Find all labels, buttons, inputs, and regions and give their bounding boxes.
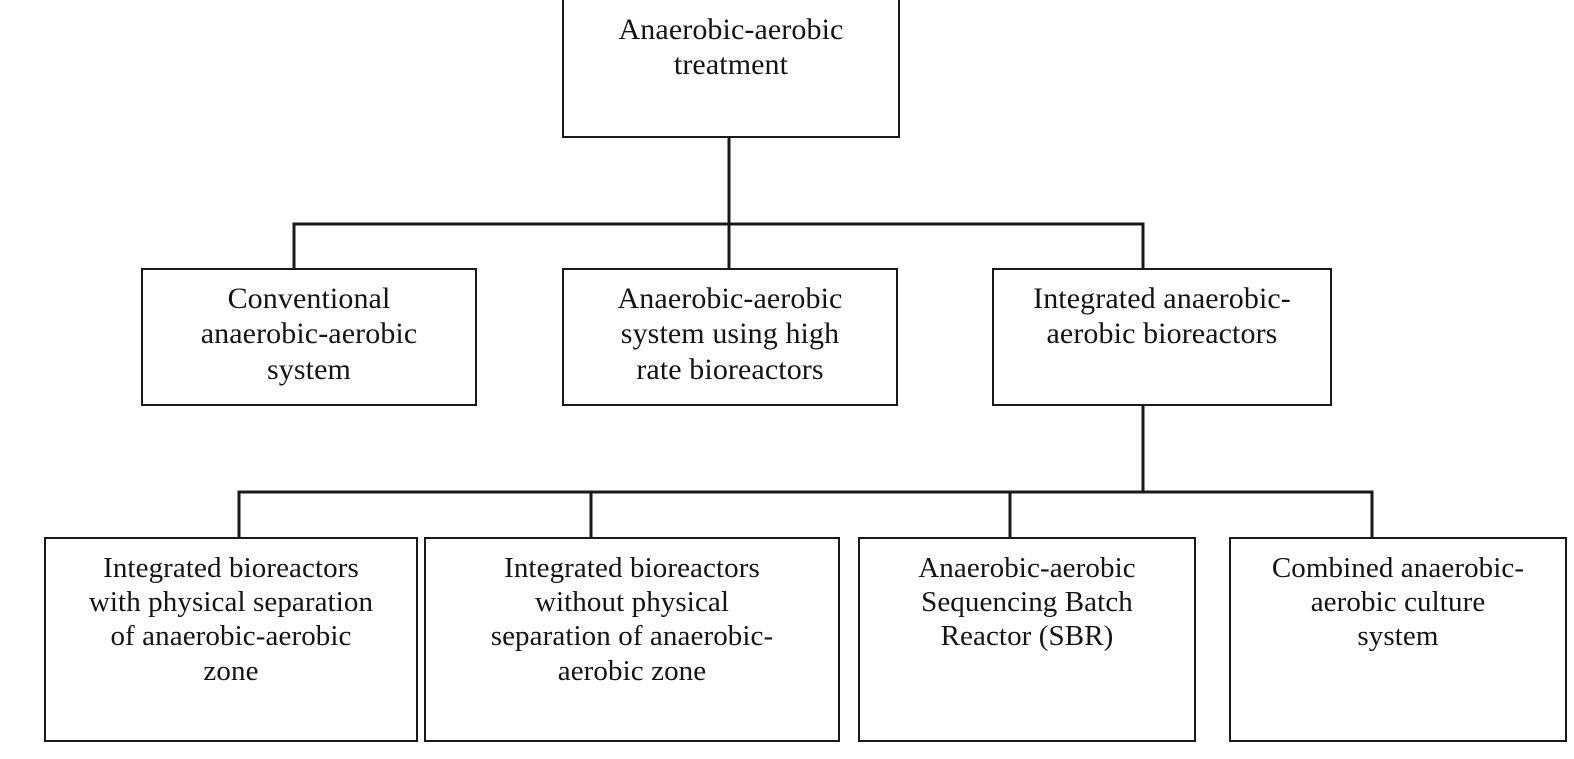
node-root-label: Anaerobic-aerobic treatment: [618, 13, 844, 82]
node-integrated-bioreactors[interactable]: Integrated anaerobic- aerobic bioreactor…: [992, 268, 1332, 406]
node-conventional-system[interactable]: Conventional anaerobic-aerobic system: [141, 268, 477, 406]
node-integrated-bioreactors-label: Integrated anaerobic- aerobic bioreactor…: [1033, 282, 1291, 351]
node-anaerobic-aerobic-sbr-label: Anaerobic-aerobic Sequencing Batch React…: [918, 552, 1136, 653]
node-high-rate-bioreactor-system[interactable]: Anaerobic-aerobic system using high rate…: [562, 268, 898, 406]
node-combined-culture-system[interactable]: Combined anaerobic- aerobic culture syst…: [1229, 537, 1567, 742]
node-integrated-without-physical-separation-label: Integrated bioreactors without physical …: [490, 552, 774, 687]
node-integrated-without-physical-separation[interactable]: Integrated bioreactors without physical …: [424, 537, 840, 742]
node-anaerobic-aerobic-sbr[interactable]: Anaerobic-aerobic Sequencing Batch React…: [858, 537, 1196, 742]
node-integrated-with-physical-separation[interactable]: Integrated bioreactors with physical sep…: [44, 537, 418, 742]
node-conventional-system-label: Conventional anaerobic-aerobic system: [200, 282, 418, 386]
node-high-rate-bioreactor-system-label: Anaerobic-aerobic system using high rate…: [617, 282, 843, 386]
node-integrated-with-physical-separation-label: Integrated bioreactors with physical sep…: [88, 552, 374, 687]
node-root[interactable]: Anaerobic-aerobic treatment: [562, 0, 900, 138]
node-combined-culture-system-label: Combined anaerobic- aerobic culture syst…: [1271, 552, 1525, 653]
